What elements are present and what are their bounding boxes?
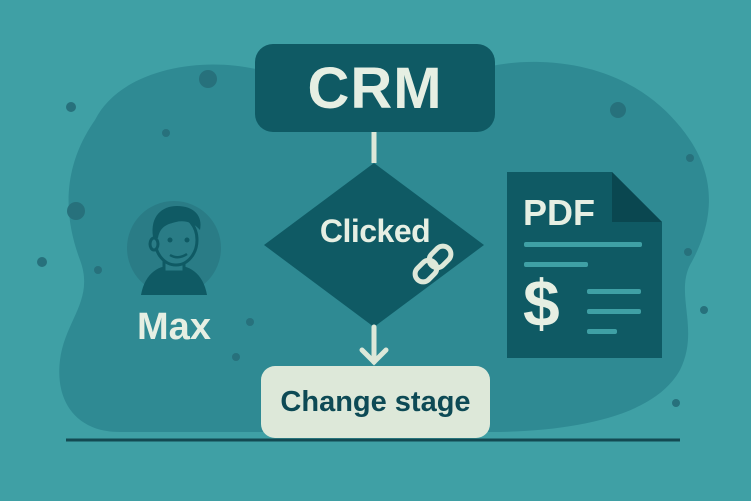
person-name: Max bbox=[137, 306, 211, 348]
link-icon bbox=[412, 243, 454, 285]
decision-label: Clicked bbox=[319, 213, 431, 249]
pdf-document-icon bbox=[507, 172, 662, 358]
action-label: Change stage bbox=[280, 385, 471, 418]
crm-node: CRM bbox=[255, 44, 495, 132]
decorative-dots bbox=[37, 70, 708, 407]
arrow-down-icon bbox=[359, 324, 389, 366]
dollar-sign-icon: $ bbox=[523, 266, 560, 340]
action-node: Change stage bbox=[261, 366, 490, 438]
crm-label: CRM bbox=[307, 55, 443, 121]
person-avatar-icon bbox=[127, 201, 221, 295]
pdf-label: PDF bbox=[523, 192, 595, 233]
decision-diamond bbox=[264, 163, 484, 327]
